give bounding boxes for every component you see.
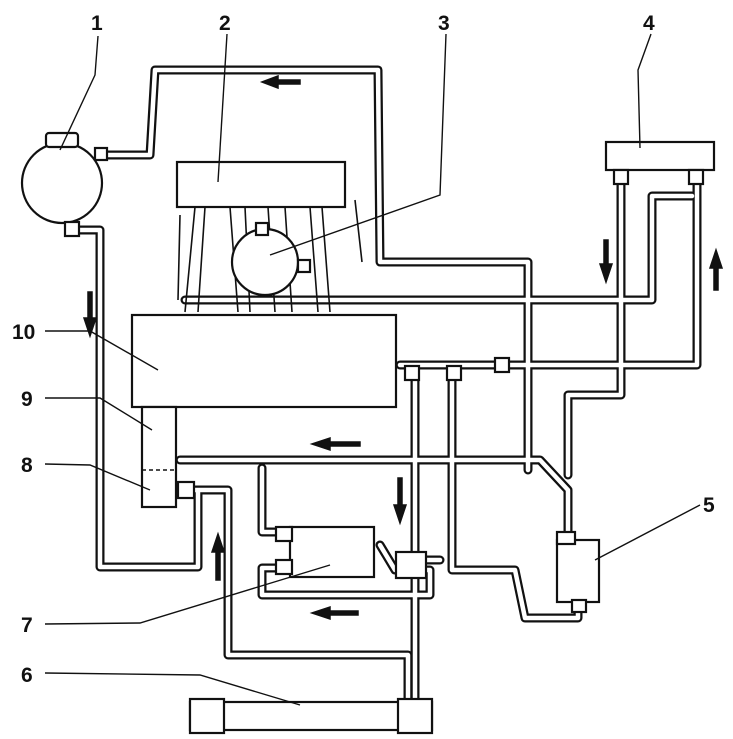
engine-block-10: [130, 313, 511, 409]
label-5: 5: [703, 494, 715, 517]
arrow-feed-up: [210, 531, 226, 581]
arrow-top-left: [259, 74, 301, 90]
label-3: 3: [438, 12, 450, 35]
pipe-reservoir-left-inner: [565, 175, 624, 478]
label-4: 4: [643, 12, 655, 35]
pipe-top-loop-inner: [97, 67, 531, 473]
flow-arrows: [82, 74, 724, 621]
leader-1: [59, 35, 99, 151]
leader-2: [217, 33, 228, 183]
label-8: 8: [21, 454, 33, 477]
thermostat-housing-9: [140, 405, 196, 509]
leader-7: [44, 564, 331, 625]
pipe-lower-horizontal-inner: [177, 457, 571, 548]
leader-8: [44, 463, 151, 491]
leader-4: [637, 33, 652, 149]
leader-3: [269, 33, 447, 256]
label-10: 10: [12, 321, 35, 344]
arrow-junction-down: [392, 477, 408, 526]
leader-10: [45, 330, 159, 371]
arrow-res-down: [598, 239, 614, 285]
component-3-circle: [230, 221, 312, 297]
label-2: 2: [219, 12, 231, 35]
pipe-heater-upper: [257, 463, 297, 537]
leader-9: [45, 397, 153, 431]
callout-numbers: 1 2 3 4 5 6 7 8 9 10: [12, 12, 715, 687]
leader-6: [44, 672, 301, 706]
pipe-radiator-feed-inner: [192, 487, 411, 703]
leader-5: [594, 504, 701, 561]
arrow-left-down: [82, 291, 98, 339]
leader-lines: [44, 33, 701, 706]
expansion-tank: [20, 131, 109, 238]
label-9: 9: [21, 388, 33, 411]
reservoir-4: [604, 140, 716, 186]
arrow-res-up: [708, 247, 724, 291]
arrow-heater-left: [309, 605, 359, 621]
pipe-engine-outlet-right-inner: [449, 369, 581, 621]
component-2-box: [175, 160, 347, 209]
arrow-mid-left: [309, 436, 361, 452]
pipe-upper-horizontal-inner: [182, 193, 695, 303]
pipe-junction: [394, 550, 428, 580]
radiator-6: [188, 697, 434, 735]
label-1: 1: [91, 12, 103, 35]
label-7: 7: [21, 614, 33, 637]
label-6: 6: [21, 664, 33, 687]
pipe-tank-outlet-inner: [67, 227, 201, 570]
component-5: [555, 530, 601, 614]
pipe-reservoir-left: [563, 173, 626, 480]
heater-core-7: [274, 525, 376, 579]
